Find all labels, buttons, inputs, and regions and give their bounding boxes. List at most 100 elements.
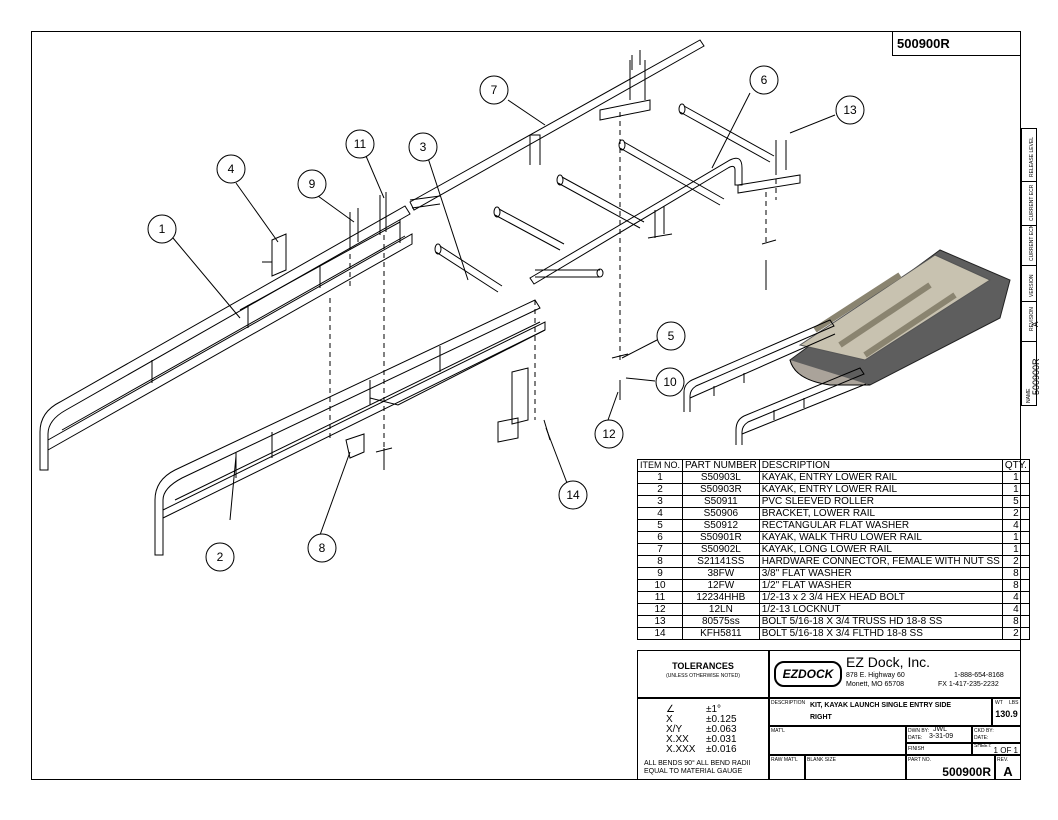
- bom-item-no: 14: [637, 627, 683, 640]
- callout-2-circle: [205, 542, 235, 572]
- bom-header-part-number: PART NUMBER: [682, 459, 760, 472]
- bom-description: 1/2-13 LOCKNUT: [758, 603, 1003, 616]
- bom-part-number: 12LN: [682, 603, 760, 616]
- callout-8-circle: [307, 533, 337, 563]
- checked-date-label: DATE:: [974, 735, 989, 741]
- tolerance-row: X.XX ±0.031: [666, 735, 766, 745]
- bom-description: 1/2-13 x 2 3/4 HEX HEAD BOLT: [758, 591, 1003, 604]
- tolerance-symbol: X.XX: [666, 734, 689, 745]
- checked-by-cell: CKD BY: DATE:: [972, 726, 1021, 743]
- bom-qty: 1: [1001, 483, 1030, 496]
- bom-qty: 2: [1001, 507, 1030, 520]
- callout-3-circle: [408, 132, 438, 162]
- weight-value: 130.9: [995, 709, 1018, 719]
- callout-8: 8: [319, 541, 326, 555]
- raw-matl-label: RAW MAT'L: [771, 757, 798, 763]
- drawn-by-value: JWL: [933, 726, 947, 733]
- callout-4-circle: [216, 154, 246, 184]
- bom-item-no: 3: [637, 495, 683, 508]
- callout-11-circle: [345, 129, 375, 159]
- finish-label: FINISH: [908, 746, 925, 752]
- callout-12: 12: [602, 427, 616, 441]
- company-address-2: Monett, MO 65708: [846, 681, 904, 688]
- rail-2-drawing: [154, 299, 546, 556]
- tolerance-symbol: X: [666, 714, 673, 725]
- ezdock-logo: EZDOCK: [774, 661, 842, 687]
- callout-9-circle: [297, 169, 327, 199]
- bom-qty: 8: [1001, 567, 1030, 580]
- callout-4: 4: [228, 162, 235, 176]
- bom-item-no: 7: [637, 543, 683, 556]
- matl-cell: MAT'L: [769, 726, 906, 755]
- rail-7-drawing: [409, 39, 705, 211]
- drawing-number-top: 500900R: [892, 31, 1021, 56]
- bom-description: KAYAK, WALK THRU LOWER RAIL: [758, 531, 1003, 544]
- callout-7-circle: [479, 75, 509, 105]
- date-label: DATE:: [908, 735, 923, 741]
- part-no-label: PART NO.: [908, 757, 932, 763]
- company-phone: 1-888-654-8168: [954, 672, 1004, 679]
- bom-description: KAYAK, LONG LOWER RAIL: [758, 543, 1003, 556]
- callout-13: 13: [843, 103, 857, 117]
- revision-cell-bottom: REV. A: [995, 755, 1021, 780]
- tolerance-row: X±0.125: [666, 715, 766, 725]
- callout-balloons: [147, 65, 865, 572]
- revision-side-strip: RELEASE LEVEL CURRENT ECR CURRENT ECN VE…: [1021, 128, 1041, 406]
- callout-12-circle: [594, 419, 624, 449]
- tolerance-note-2: EQUAL TO MATERIAL GAUGE: [644, 768, 743, 775]
- bom-item-no: 10: [637, 579, 683, 592]
- tolerances-header: TOLERANCES (UNLESS OTHERWISE NOTED): [637, 650, 769, 698]
- current-ecn-cell: CURRENT ECN: [1022, 225, 1037, 266]
- tolerance-value: ±0.016: [706, 744, 737, 755]
- tolerance-value: ±1°: [706, 704, 722, 715]
- tolerances-subtitle: (UNLESS OTHERWISE NOTED): [666, 673, 740, 679]
- tolerance-symbol: ∠: [666, 704, 675, 715]
- rev-value: A: [1003, 764, 1013, 779]
- bom-header-item: ITEM NO.: [637, 459, 683, 472]
- callout-6: 6: [761, 73, 768, 87]
- bom-qty: 4: [1001, 603, 1030, 616]
- bom-item-no: 4: [637, 507, 683, 520]
- bom-part-number: 12FW: [682, 579, 760, 592]
- callout-9: 9: [309, 177, 316, 191]
- bom-item-no: 12: [637, 603, 683, 616]
- callout-14-circle: [558, 480, 588, 510]
- tolerances-title: TOLERANCES: [672, 661, 734, 671]
- bom-part-number: S50912: [682, 519, 760, 532]
- callout-5-circle: [656, 321, 686, 351]
- callout-13-circle: [835, 95, 865, 125]
- bom-part-number: S50902L: [682, 543, 760, 556]
- tolerance-value: ±0.031: [706, 734, 737, 745]
- bom-qty: 8: [1001, 615, 1030, 628]
- blank-size-cell: BLANK SIZE: [805, 755, 906, 780]
- callout-6-circle: [749, 65, 779, 95]
- callout-14: 14: [566, 488, 580, 502]
- bom-item-no: 6: [637, 531, 683, 544]
- hardware-drawing: [349, 50, 787, 470]
- bom-item-no: 5: [637, 519, 683, 532]
- bom-part-number: S50903L: [682, 471, 760, 484]
- bom-qty: 8: [1001, 579, 1030, 592]
- rev-label: REV.: [997, 757, 1009, 763]
- drawn-by-label: DWN BY:: [908, 728, 930, 734]
- bom-part-number: 80575ss: [682, 615, 760, 628]
- bom-description: PVC SLEEVED ROLLER: [758, 495, 1003, 508]
- bom-qty: 2: [1001, 555, 1030, 568]
- bom-part-number: S50906: [682, 507, 760, 520]
- bracket-center-drawing: [497, 367, 529, 443]
- bom-qty: 4: [1001, 519, 1030, 532]
- current-ecr-cell: CURRENT ECR: [1022, 181, 1037, 226]
- leader-lines: [172, 92, 836, 536]
